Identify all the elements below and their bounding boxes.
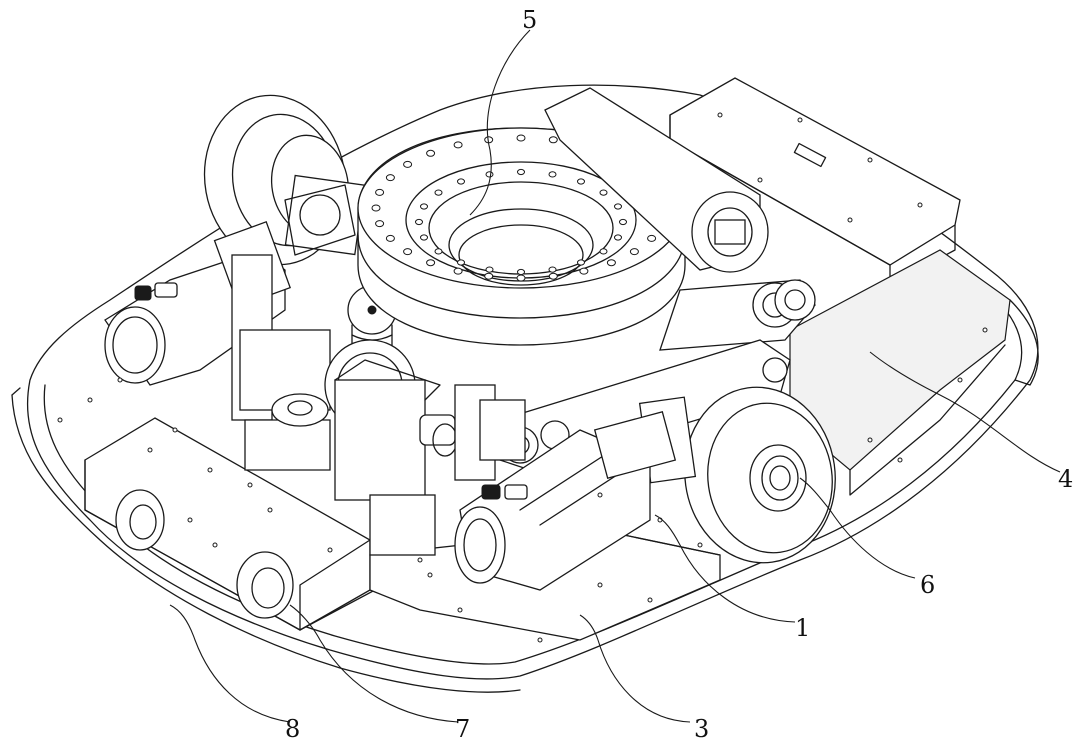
bolt-hole [453, 267, 463, 275]
callout-3: 3 [694, 715, 709, 743]
mount-hole [897, 457, 903, 463]
callout-5: 5 [522, 6, 537, 34]
slewing-bearing [357, 127, 686, 346]
mount-hole [457, 607, 463, 613]
bolt-hole [371, 204, 381, 212]
callout-leaders [169, 29, 1061, 723]
bolt-hole [385, 174, 395, 182]
bolt-hole [375, 188, 385, 196]
front-caster-wheels [115, 489, 294, 619]
bolt-hole [420, 203, 428, 210]
bolt-hole [485, 266, 494, 273]
bolt-hole [647, 234, 657, 242]
bolt-hole [548, 136, 558, 144]
bolt-hole [375, 220, 385, 228]
bolt-hole [403, 160, 413, 168]
bolt-hole [457, 259, 465, 266]
mount-hole [597, 492, 603, 498]
left-drive-wheel [203, 94, 366, 266]
bolt-hole [434, 189, 443, 196]
callout-labels: 5 4 6 1 3 7 8 [285, 6, 1073, 743]
bolt-hole [599, 248, 608, 255]
bolt-hole [420, 234, 428, 241]
bolt-hole [619, 218, 627, 226]
right-motor [454, 410, 677, 591]
bolt-hole [484, 272, 494, 280]
bolt-hole [426, 259, 436, 267]
rear-link-arm [544, 87, 816, 351]
bolt-hole [385, 234, 395, 242]
bolt-hole [517, 268, 525, 276]
bolt-hole [606, 259, 616, 267]
bolt-hole [426, 149, 436, 157]
lift-gear-assembly [231, 254, 458, 556]
bolt-hole [577, 259, 585, 266]
mount-hole [867, 437, 873, 443]
bolt-hole [548, 266, 557, 273]
base-plate-holes [57, 327, 988, 643]
bolt-hole [485, 171, 494, 178]
mount-hole [982, 327, 988, 333]
bolt-hole [516, 274, 526, 282]
bolt-hole [517, 168, 525, 176]
bolt-hole [614, 203, 622, 210]
bolt-hole [457, 178, 465, 185]
mount-hole [57, 417, 63, 423]
mount-hole [117, 377, 123, 383]
bolt-hole [629, 248, 639, 256]
bolt-hole [579, 267, 589, 275]
mount-hole [417, 557, 423, 563]
bolt-hole [453, 141, 463, 149]
bolt-hole [516, 134, 526, 142]
bolt-hole [599, 189, 608, 196]
right-side-plate [789, 249, 1011, 496]
bolt-hole [548, 171, 557, 178]
callout-8: 8 [285, 715, 300, 743]
bolt-hole [415, 218, 423, 226]
mount-hole [247, 482, 253, 488]
mount-hole [87, 397, 93, 403]
bolt-hole [614, 234, 622, 241]
mount-hole [212, 542, 218, 548]
callout-7: 7 [455, 715, 470, 743]
bolt-hole [434, 248, 443, 255]
mount-hole [957, 377, 963, 383]
mount-hole [697, 542, 703, 548]
callout-4: 4 [1058, 465, 1073, 493]
callout-1: 1 [795, 614, 810, 642]
bolt-hole [577, 178, 585, 185]
bolt-hole [548, 272, 558, 280]
callout-6: 6 [920, 571, 935, 599]
bolt-hole [403, 248, 413, 256]
mount-hole [537, 637, 543, 643]
